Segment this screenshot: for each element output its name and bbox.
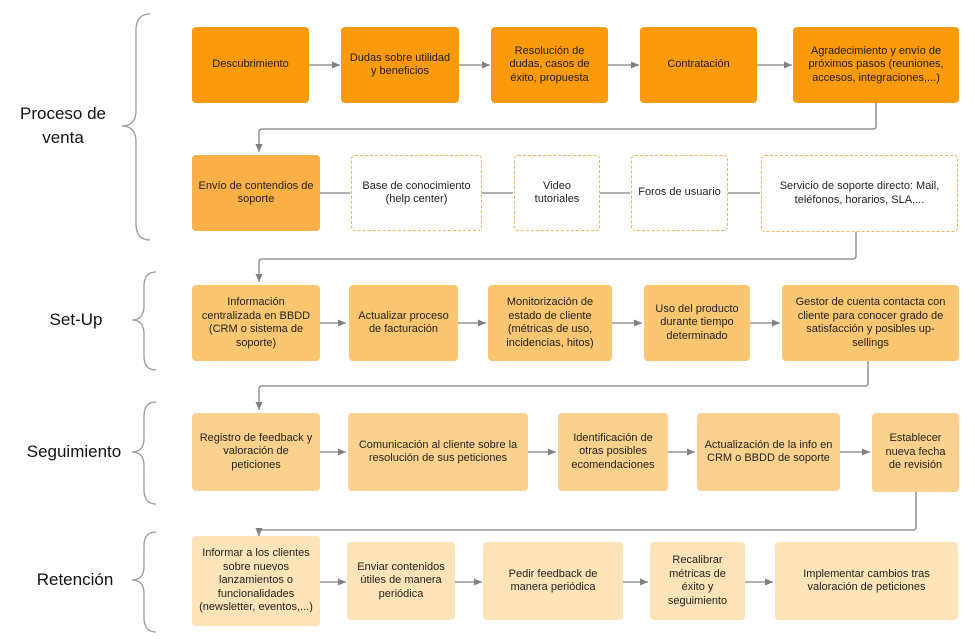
arrow-establecer-informar [255, 492, 917, 536]
arrow-gestor-registro [255, 361, 869, 410]
step-base-conocimiento: Base de conocimiento (help center) [351, 155, 482, 231]
bracket-setup [131, 271, 157, 371]
arrow-agradecimiento-envio [255, 103, 877, 152]
step-establecer-fecha: Establecer nueva fecha de revisión [872, 413, 959, 492]
step-implementar-cambios: Implementar cambios tras valoración de p… [775, 542, 958, 620]
step-actualizar-facturacion: Actualizar proceso de facturación [349, 285, 458, 361]
step-actualizacion-info: Actualización de la info en CRM o BBDD d… [697, 413, 840, 491]
arrow-servicio-informacion [255, 232, 857, 282]
phase-label-seguimiento: Seguimiento [26, 442, 122, 461]
step-envio: Envío de contendios de soporte [192, 155, 320, 231]
step-recalibrar-metricas: Recalibrar métricas de éxito y seguimien… [650, 542, 745, 620]
step-registro-feedback: Registro de feedback y valoración de pet… [192, 413, 320, 491]
bracket-venta [121, 13, 151, 241]
step-enviar-contenidos: Enviar contenidos útiles de manera perió… [347, 542, 455, 620]
step-pedir-feedback: Pedir feedback de manera periódica [483, 542, 623, 620]
step-resolucion: Resolución de dudas, casos de éxito, pro… [491, 27, 608, 103]
phase-label-setup: Set-Up [49, 310, 103, 329]
bracket-seguimiento [131, 401, 157, 505]
step-dudas: Dudas sobre utilidad y beneficios [341, 27, 459, 103]
step-gestor-cuenta: Gestor de cuenta contacta con cliente pa… [782, 285, 959, 361]
phase-label-retencion: Retención [36, 570, 114, 589]
step-agradecimiento: Agradecimiento y envío de próximos pasos… [793, 27, 959, 103]
phase-label-venta: Proceso de venta [20, 104, 106, 147]
step-contratacion: Contratación [640, 27, 757, 103]
step-video-tutoriales: Video tutoriales [514, 155, 600, 231]
step-uso-producto: Uso del producto durante tiempo determin… [644, 285, 750, 361]
bracket-retencion [131, 531, 157, 633]
step-informacion-centralizada: Información centralizada en BBDD (CRM o … [192, 285, 320, 361]
step-servicio-soporte: Servicio de soporte directo: Mail, teléf… [761, 155, 958, 232]
step-informar-clientes: Informar a los clientes sobre nuevos lan… [192, 536, 320, 626]
step-identificacion: Identificación de otras posibles ecomend… [558, 413, 668, 491]
step-descubrimiento: Descubrimiento [192, 27, 309, 103]
step-monitorizacion: Monitorización de estado de cliente (mét… [488, 285, 612, 361]
step-foros: Foros de usuario [631, 155, 728, 231]
step-comunicacion-cliente: Comunicación al cliente sobre la resoluc… [348, 413, 528, 491]
